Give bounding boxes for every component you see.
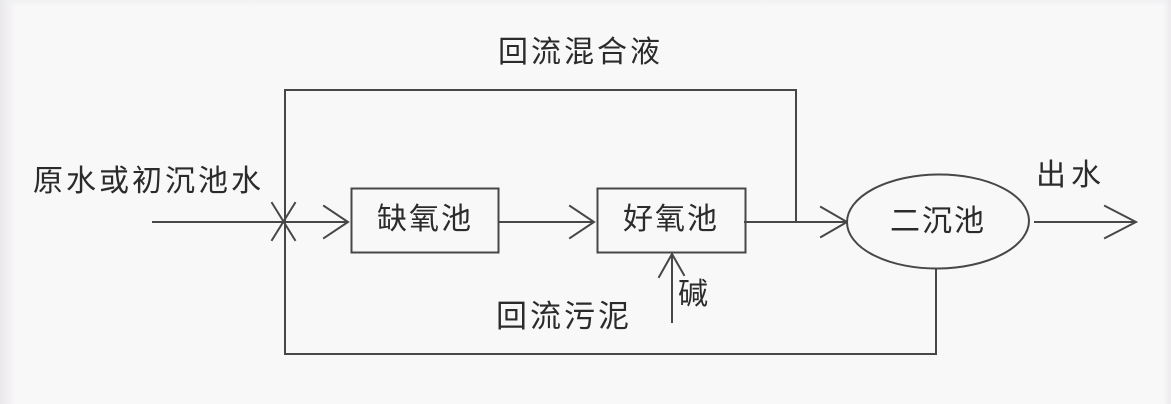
mixing-junction-x-mark: [272, 203, 295, 240]
secondary-clarifier-ellipse: [847, 174, 1030, 270]
secondary-clarifier-label: 二沉池: [890, 204, 986, 238]
arrowhead-into-aerobic: [570, 206, 594, 238]
effluent-label: 出水: [1036, 159, 1106, 192]
influent-label: 原水或初沉池水: [33, 165, 264, 198]
arrowhead-effluent: [1105, 206, 1136, 238]
aerobic-tank-label: 好氧池: [623, 203, 719, 237]
anoxic-tank-label: 缺氧池: [377, 203, 473, 237]
arrowhead-into-anoxic: [324, 206, 348, 238]
recycle-mixed-liquor-line: [285, 90, 796, 221]
recycle-mixed-liquor-label: 回流混合液: [498, 36, 663, 69]
aerobic-tank-box: [598, 189, 746, 253]
anoxic-tank-box: [352, 189, 499, 253]
return-sludge-label: 回流污泥: [496, 299, 632, 334]
alkali-label: 碱: [678, 278, 708, 311]
arrowhead-alkali: [659, 254, 684, 277]
